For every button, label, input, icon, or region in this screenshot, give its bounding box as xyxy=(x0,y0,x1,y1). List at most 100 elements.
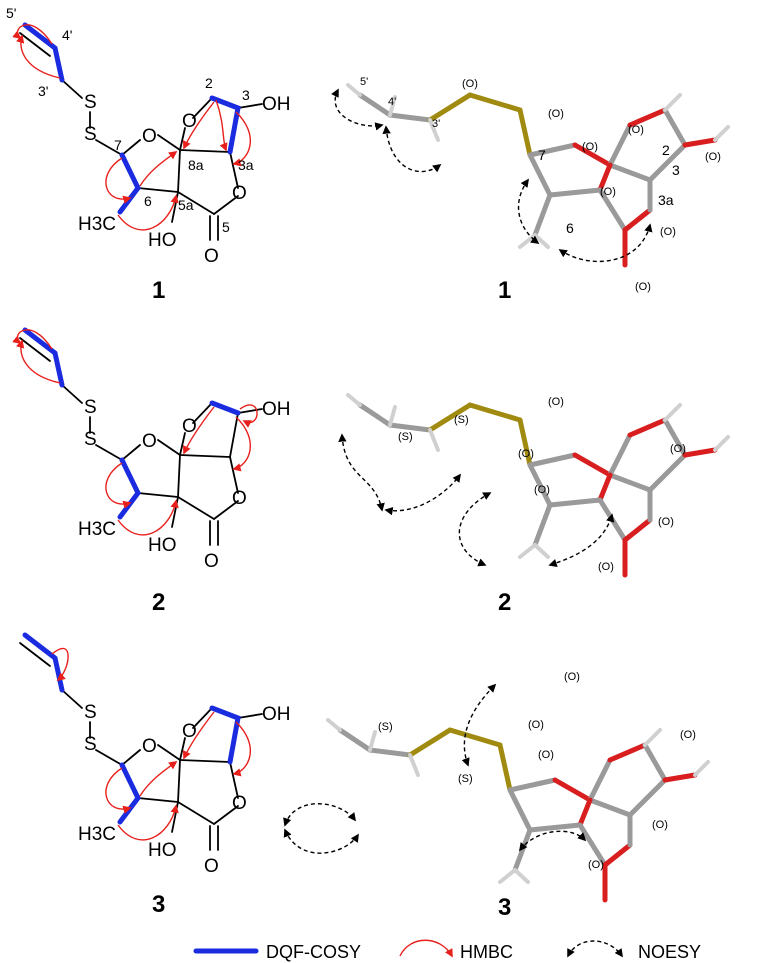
atom-ho: HO xyxy=(148,535,177,556)
hmbc-arrow xyxy=(16,339,61,384)
compound-label: 3 xyxy=(498,894,511,921)
atom-label-3d: (O) xyxy=(564,671,580,683)
hmbc-arrow xyxy=(215,99,228,152)
hmbc-arrow xyxy=(183,101,215,150)
noesy-arrow xyxy=(382,125,442,173)
atom-label-3d: (O) xyxy=(548,108,564,120)
hmbc-arrow xyxy=(183,711,215,760)
atom-label-3d: (O) xyxy=(705,151,721,163)
hmbc-arrow xyxy=(16,34,61,79)
atom-number: 3a xyxy=(238,157,254,173)
noesy-arrow xyxy=(548,513,615,568)
compound-label: 1 xyxy=(498,277,511,304)
legend-item-hmbc: HMBC xyxy=(399,939,513,962)
atom-h3c: H3C xyxy=(78,519,116,540)
atom-oh: OH xyxy=(262,399,291,420)
noesy-arrow xyxy=(518,830,587,852)
noesy-arrow xyxy=(283,803,357,827)
atom-label-3d: (S) xyxy=(398,431,413,443)
hmbc-arrow xyxy=(139,151,178,187)
cosy-bond-c2-c3 xyxy=(209,95,241,155)
atom-number: 3 xyxy=(672,162,680,178)
atom-h3c: H3C xyxy=(78,824,116,845)
atom-label-3d: 5' xyxy=(360,76,368,88)
legend-label: NOESY xyxy=(638,942,701,962)
cosy-bond-c7-c6 xyxy=(117,762,141,825)
atom-oh: OH xyxy=(262,704,291,725)
atom-number: 6 xyxy=(144,193,152,209)
legend-label: DQF-COSY xyxy=(266,942,361,962)
atom-number: 5' xyxy=(6,5,16,21)
cosy-bond-c2-c3 xyxy=(209,400,241,416)
atom-number: 5 xyxy=(222,219,230,235)
hmbc-arrow xyxy=(105,767,132,814)
hmbc-arrow xyxy=(239,404,258,428)
atom-number: 3 xyxy=(242,87,250,103)
atom-label-3d: 4' xyxy=(388,96,396,108)
atom-label-3d: (S) xyxy=(458,773,473,785)
hmbc-arrow xyxy=(183,406,215,455)
atom-label-3d: (O) xyxy=(658,516,674,528)
atom-s: S xyxy=(84,702,97,723)
cosy-bond-allyl xyxy=(22,632,65,693)
atom-label-3d: (O) xyxy=(680,729,696,741)
hmbc-arrow xyxy=(105,157,132,204)
atom-o: O xyxy=(232,183,247,204)
hmbc-arrow xyxy=(105,462,132,509)
compound-1-3d-model: 5' 4' 3' (O) (O) (O) (O) (O) (O) (O) (O)… xyxy=(331,76,728,304)
cosy-bond-allyl xyxy=(22,327,65,388)
atom-s: S xyxy=(84,734,97,755)
atom-label-3d: (O) xyxy=(660,226,676,238)
atom-number: 7 xyxy=(114,137,122,153)
hmbc-arrow xyxy=(139,761,178,797)
hmbc-arrow xyxy=(117,499,179,536)
atom-o: O xyxy=(142,736,157,757)
cosy-bond-c2-c3 xyxy=(209,705,241,765)
atom-label-3d: (O) xyxy=(670,443,686,455)
cosy-bond-allyl xyxy=(22,22,65,83)
atom-label-3d: (O) xyxy=(538,749,554,761)
atom-o: O xyxy=(204,856,219,877)
atom-number: 2 xyxy=(205,75,213,91)
atom-label-3d: (O) xyxy=(582,141,598,153)
atom-o: O xyxy=(182,721,197,742)
hmbc-swatch xyxy=(399,939,453,958)
atom-s: S xyxy=(84,92,97,113)
atom-o: O xyxy=(204,551,219,572)
hmbc-arrow xyxy=(117,804,179,841)
atom-s: S xyxy=(84,124,97,145)
atom-label-3d: (O) xyxy=(528,719,544,731)
compound-label: 2 xyxy=(498,589,511,616)
atom-number: 6 xyxy=(566,220,574,236)
atom-o: O xyxy=(182,111,197,132)
compound-2-3d-model: (S) (S) (O) (O) (O) (O) (O) (O) 2 xyxy=(338,395,728,616)
noesy-swatch xyxy=(567,940,623,958)
noesy-arrow xyxy=(517,178,540,244)
atom-label-3d: (O) xyxy=(548,396,564,408)
atom-label-3d: (O) xyxy=(628,124,644,136)
atom-o: O xyxy=(182,416,197,437)
hmbc-arrow xyxy=(117,194,179,231)
compound-3-2d-structure: S S O O OH O HO O H3C 3 xyxy=(19,632,291,918)
atom-number: 8a xyxy=(188,157,204,173)
compound-1-2d-structure: S S O O OH O HO O H3C 5' 4' 3' 2 3 7 8a … xyxy=(6,5,291,304)
legend-item-dqf-cosy: DQF-COSY xyxy=(193,942,361,962)
compound-label: 3 xyxy=(152,891,165,918)
hmbc-arrow xyxy=(51,647,69,682)
atom-oh: OH xyxy=(262,94,291,115)
hmbc-arrow xyxy=(232,416,252,472)
atom-label-3d: (O) xyxy=(635,281,651,293)
atom-label-3d: 3' xyxy=(432,118,440,130)
noesy-arrow xyxy=(461,683,497,767)
compound-label: 2 xyxy=(152,589,165,616)
atom-label-3d: (O) xyxy=(652,819,668,831)
atom-label-3d: (O) xyxy=(598,561,614,573)
atom-number: 3' xyxy=(38,83,48,99)
legend: DQF-COSY HMBC NOESY xyxy=(193,939,701,962)
noesy-arrow xyxy=(384,473,462,516)
hmbc-arrow xyxy=(232,111,252,167)
compound-3-3d-model: (S) (S) (O) (O) (O) (O) (O) (O) 3 xyxy=(283,671,708,921)
cosy-bond-c7-c6 xyxy=(117,152,141,215)
noesy-arrow xyxy=(458,492,492,567)
compound-label: 1 xyxy=(152,277,165,304)
